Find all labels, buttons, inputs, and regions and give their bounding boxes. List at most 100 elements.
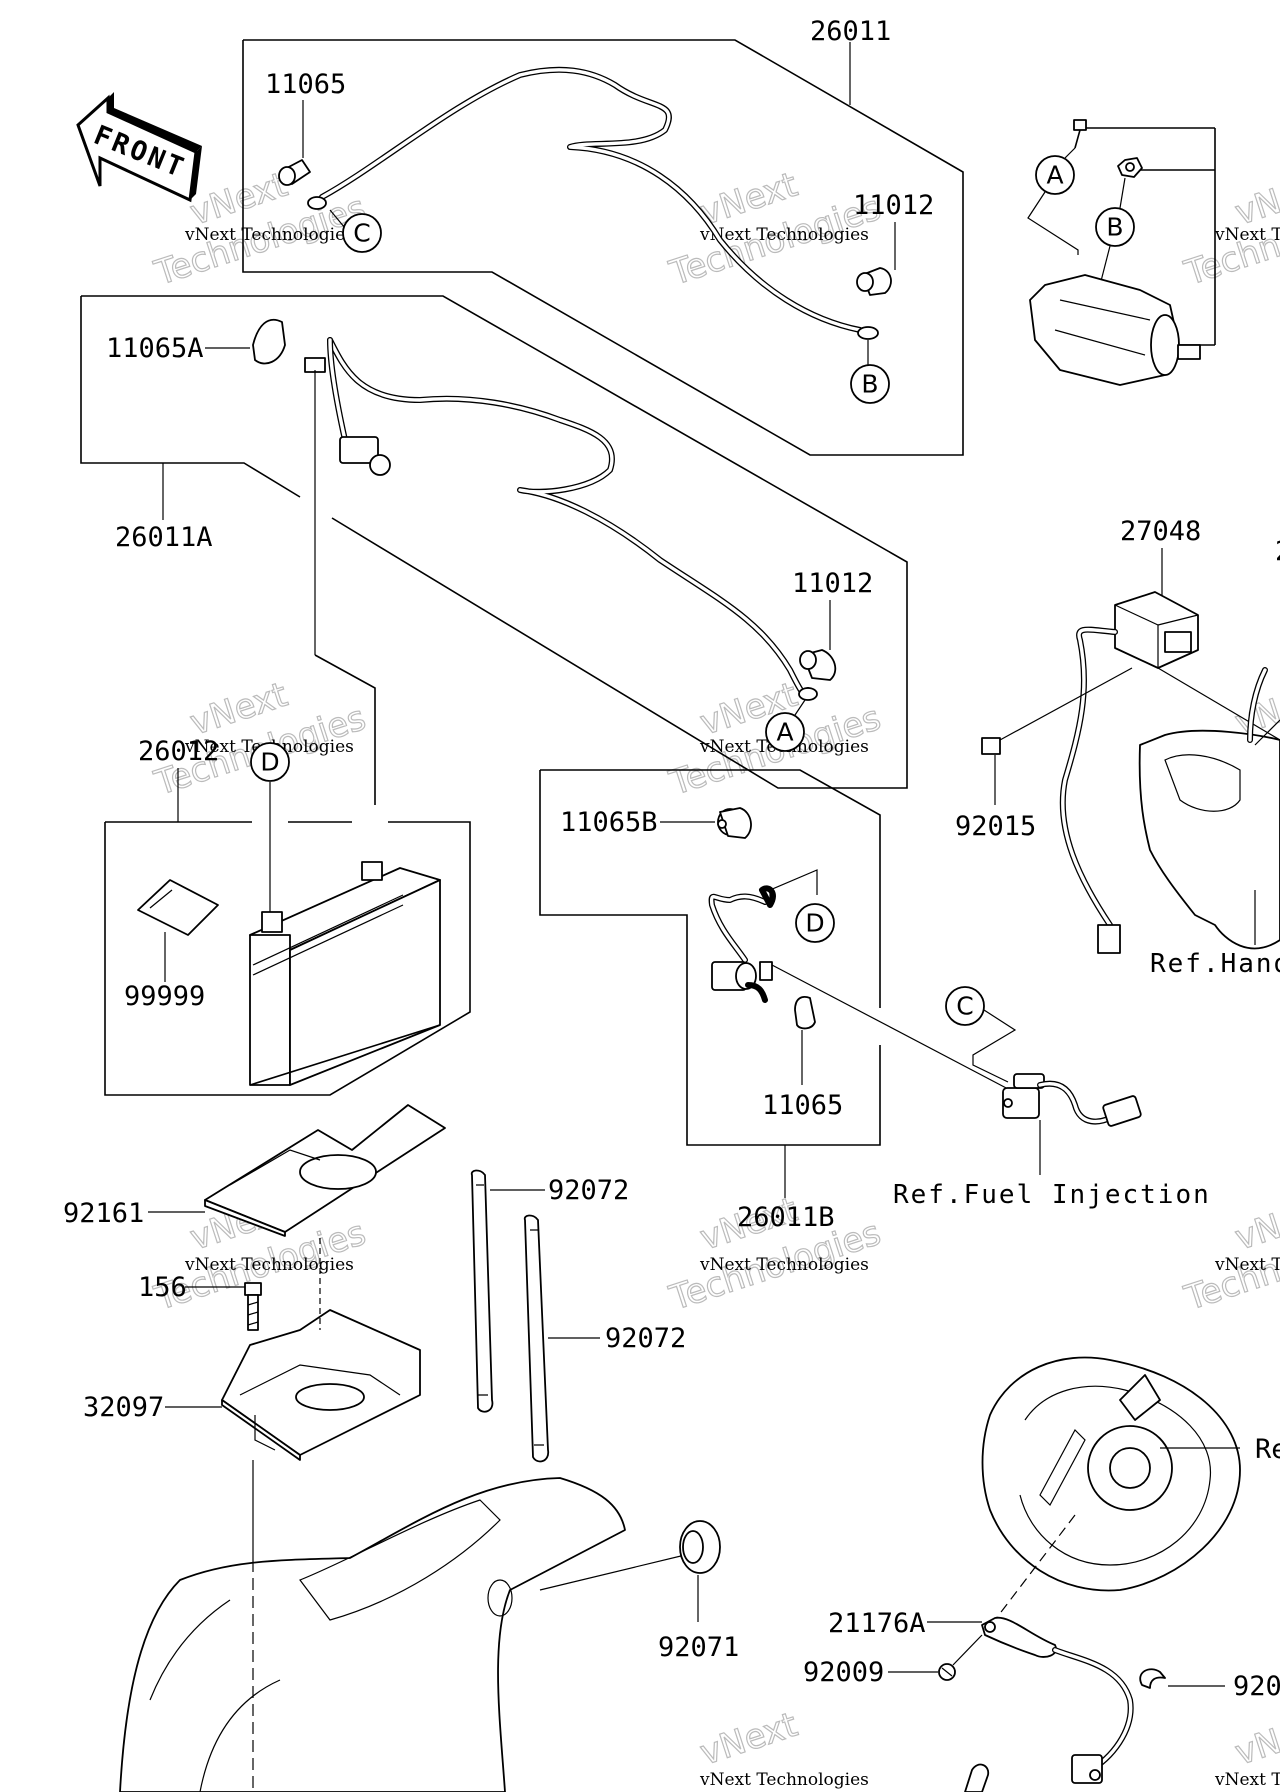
svg-text:vNext Technologies: vNext Technologies — [699, 1770, 869, 1790]
svg-text:vNext Technologies: vNext Technologies — [1214, 1255, 1280, 1275]
ref-handle: Ref.Hand — [1150, 949, 1280, 979]
svg-text:vNext Technologies: vNext Technologies — [699, 225, 869, 245]
callout-b-motor: B — [1095, 177, 1135, 286]
battery-case-32097: 32097 — [83, 1238, 421, 1560]
label-92072-b: 92072 — [605, 1323, 686, 1354]
nut-icon — [1117, 157, 1143, 178]
group-26011: 26011 11065 11012 C B — [242, 16, 964, 456]
svg-text:vNext: vNext — [695, 1705, 802, 1774]
connector-icon — [1071, 1754, 1103, 1784]
boot-11065B-icon — [717, 807, 752, 839]
svg-text:A: A — [1046, 161, 1063, 190]
label-99999: 99999 — [124, 981, 205, 1012]
svg-text:D: D — [260, 748, 279, 777]
label-92009: 92009 — [803, 1657, 884, 1688]
strap-icon — [470, 1169, 494, 1413]
front-arrow-icon: FRONT — [76, 92, 202, 203]
relay-27048: 27048 92015 2 — [955, 516, 1280, 954]
svg-text:B: B — [861, 370, 878, 399]
handle-assembly: Ref.Hand — [1138, 667, 1280, 979]
boot-11065-low-icon — [794, 996, 816, 1030]
label-26011: 26011 — [810, 16, 891, 47]
battery-icon — [249, 861, 441, 1086]
connector-icon — [1102, 1095, 1142, 1127]
label-11065-low: 11065 — [762, 1090, 843, 1121]
label-92161: 92161 — [63, 1198, 144, 1229]
label-2-edge: 2 — [1275, 536, 1280, 567]
bolt-icon — [244, 1282, 262, 1331]
svg-text:vNext Technologies: vNext Technologies — [184, 1255, 354, 1275]
callout-c-top: C — [329, 209, 382, 253]
terminal-icon — [857, 326, 879, 340]
callout-d-b: D — [795, 903, 835, 943]
svg-text:C: C — [956, 992, 973, 1021]
label-92071: 92071 — [658, 1632, 739, 1663]
label-26011B: 26011B — [737, 1202, 835, 1233]
callout-b-top: B — [850, 340, 890, 404]
boot-11012-mid-icon — [799, 649, 837, 681]
seat-pan-icon — [119, 1477, 626, 1792]
callout-d-battery: D — [250, 742, 290, 912]
watermark-2: vNext Technologies vNext Technologies — [664, 164, 886, 294]
connector-icon — [1097, 924, 1121, 954]
label-11012-mid: 11012 — [792, 568, 873, 599]
ref-fuel-injection: Ref.Fuel Injection — [893, 1180, 1211, 1210]
callout-c-fuel: C — [945, 986, 1017, 1083]
svg-text:C: C — [353, 219, 370, 248]
svg-text:vNext: vNext — [1230, 1190, 1280, 1259]
sensor-icon — [1002, 1073, 1045, 1119]
svg-text:vNext Technologies: vNext Technologies — [1214, 225, 1280, 245]
svg-text:A: A — [776, 718, 793, 747]
seat-pan — [119, 1477, 686, 1792]
terminal-icon — [307, 196, 327, 210]
label-11065B: 11065B — [560, 807, 658, 838]
grommet-icon — [679, 1520, 721, 1574]
svg-text:vNext Technologies: vNext Technologies — [1214, 1770, 1280, 1790]
svg-text:vNext: vNext — [1230, 165, 1280, 234]
svg-text:D: D — [805, 909, 824, 938]
svg-text:vNext Technologies: vNext Technologies — [699, 1255, 869, 1275]
screw-92009-icon — [938, 1663, 956, 1681]
svg-text:vNext: vNext — [1230, 1705, 1280, 1774]
fuel-injection-ref: C Ref.Fuel Injection — [893, 986, 1211, 1210]
label-92015: 92015 — [955, 811, 1036, 842]
clamp-icon — [1139, 1668, 1166, 1689]
label-156: 156 — [138, 1272, 187, 1303]
label-920-edge: 920 — [1233, 1671, 1280, 1702]
label-11065-top: 11065 — [265, 69, 346, 100]
label-26011A: 26011A — [115, 522, 213, 553]
battery-plate-92161: 92161 — [63, 1104, 446, 1237]
boot-11065-icon — [278, 159, 311, 186]
label-32097: 32097 — [83, 1392, 164, 1423]
label-26012: 26012 — [138, 736, 219, 767]
group-26011A: 26011A 11065A 11012 A — [80, 295, 908, 805]
group-26012: 26012 D 99999 — [104, 736, 471, 1096]
starter-motor: A B — [1027, 119, 1216, 386]
watermark-12: vNext vNext Technologies — [1214, 1704, 1280, 1790]
label-11065A: 11065A — [106, 333, 204, 364]
label-21176A: 21176A — [828, 1608, 926, 1639]
callout-a-mid: A — [765, 699, 806, 752]
sensor-bracket-icon — [981, 1616, 1057, 1658]
grommet-92071: 92071 — [658, 1520, 739, 1663]
terminal-icon — [304, 357, 326, 373]
boot-11012-icon — [856, 267, 892, 296]
fuel-cap-assembly: Re — [981, 1356, 1280, 1621]
label-92072-a: 92072 — [548, 1175, 629, 1206]
relay-icon — [1114, 591, 1199, 669]
label-11012-top: 11012 — [853, 190, 934, 221]
bolt-icon — [1073, 119, 1087, 149]
sensor-21176A: 21176A 92009 920 — [803, 1608, 1280, 1792]
watermark-3: vNext Technologies vNext Technologies — [1179, 164, 1280, 294]
svg-text:B: B — [1106, 213, 1123, 242]
handle-housing-icon — [1138, 729, 1280, 950]
callout-a-motor: A — [1027, 147, 1079, 255]
group-26011B: 26011B 11065B D 11065 — [539, 769, 1011, 1233]
connector-icon — [339, 436, 391, 476]
watermark-11: vNext vNext Technologies — [695, 1704, 869, 1790]
bolt-156: 156 — [138, 1272, 262, 1331]
straps-92072: 92072 92072 — [470, 1169, 686, 1463]
plug-icon — [964, 1763, 990, 1792]
ref-re-edge: Re — [1255, 1434, 1280, 1465]
